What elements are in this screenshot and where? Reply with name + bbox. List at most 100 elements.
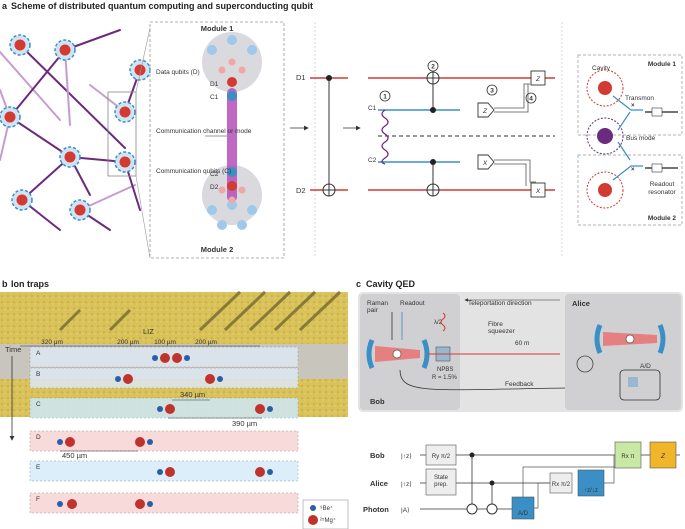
svg-text:4: 4 [529,96,533,103]
ion-row-a: A [29,346,299,368]
row-label: A [36,350,41,357]
module2-label: Module 2 [201,245,234,254]
row-label: B [36,371,40,378]
mg-ion [67,499,77,509]
svg-text:3: 3 [490,88,494,95]
svg-text:1: 1 [383,94,387,101]
svg-text:200 µm: 200 µm [195,339,217,346]
d2-label: D2 [210,184,219,191]
ket-alice: |↑z⟩ [401,480,412,488]
network-node [129,59,151,81]
network-node [11,189,33,211]
module-qubit [218,66,226,74]
readout-label: Readout [400,300,425,307]
alice-label: Alice [572,299,590,308]
ion-row-e: E [29,460,299,482]
mg-ion [205,374,215,384]
svg-text:Z: Z [535,76,541,83]
module-qubit [238,66,246,74]
be-ion [57,439,63,445]
network-node [0,106,21,128]
c1-label: C1 [210,94,219,101]
circuit-d2-label: D2 [296,186,306,195]
feedback-label: Feedback [505,381,534,388]
legend-mg: ²⁵Mg⁺ [320,517,336,524]
transmon-label: Transmon [625,95,654,102]
corr-x-gate [530,182,546,198]
circuit-c2-label: C2 [368,157,377,164]
panel-b-letter: b [2,279,8,289]
teleport-circuit: D1 D2 C1 C2 1 2 [296,22,563,258]
module-qubit [207,205,217,215]
network-node [54,39,76,61]
ry-gate [425,444,457,466]
panel-a: a Scheme of distributed quantum computin… [0,1,683,259]
module1-label: Module 1 [201,24,234,33]
be-ion [152,355,158,361]
svg-text:Rx π/2: Rx π/2 [552,482,571,488]
step-1-marker: 1 [379,90,391,102]
be-ion [57,501,63,507]
liz-label: LIZ [143,327,154,336]
dist-340-label: 340 µm [180,390,205,399]
cavity-label: Cavity [592,65,611,72]
ket-bob: |↑z⟩ [401,452,412,460]
panel-a-letter: a [2,1,8,11]
dist-450-label: 450 µm [62,451,87,460]
svg-text:A/D: A/D [518,511,529,517]
module-qubit [207,45,217,55]
mg-ion [172,353,182,363]
c2-label: C2 [210,171,219,178]
rx-pi-gate [614,441,642,469]
circ-bob-label: Bob [370,451,385,460]
corr-z-gate [530,70,546,86]
module-qubit [217,220,227,230]
state-prep-gate [425,468,457,496]
d1-label: D1 [210,81,219,88]
svg-text:×: × [631,167,635,173]
module-qubit [227,77,237,87]
zoom-box [107,91,137,177]
meas-z-label: Z [482,108,488,115]
data-qubits-label: Data qubits (D) [156,69,200,76]
entangling-link [381,109,389,165]
mg-ion [165,404,175,414]
mg-ion [255,467,265,477]
meas-x-label: X [482,160,488,167]
mg-ion [65,437,75,447]
svg-text:320 µm: 320 µm [41,339,63,346]
network-node [114,101,136,123]
sixty-label: 60 m [515,340,529,347]
be-ion [157,469,163,475]
mg-ion [135,499,145,509]
module-qubit [227,167,237,177]
ket-photon: |A⟩ [401,506,410,514]
network-nodes [0,34,151,221]
svg-text:×: × [631,103,635,109]
r-label: R = 1.5% [432,375,458,381]
bob-label: Bob [370,397,385,406]
module-qubit [218,186,226,194]
mg-ion [165,467,175,477]
circuit-d1-label: D1 [296,73,306,82]
step-4-marker: 4 [525,92,537,104]
network-node [9,34,31,56]
circ-alice-label: Alice [370,479,388,488]
be-ion [267,406,273,412]
ion-row-c: C [29,397,299,419]
module-qubit [228,58,236,66]
sc-module2-label: Module 2 [648,215,677,222]
module-qubit [247,45,257,55]
module-qubit [238,186,246,194]
time-label: Time [5,345,21,354]
mg-ion [123,374,133,384]
panel-b: b Ion traps LIZ Time 320 µm 200 µm 100 µ… [0,279,349,529]
npbs-label: NPBS [437,367,453,373]
svg-text:Rx π: Rx π [621,454,634,460]
network-node [69,199,91,221]
sc-module1-label: Module 1 [648,61,677,68]
svg-text:200 µm: 200 µm [117,339,139,346]
